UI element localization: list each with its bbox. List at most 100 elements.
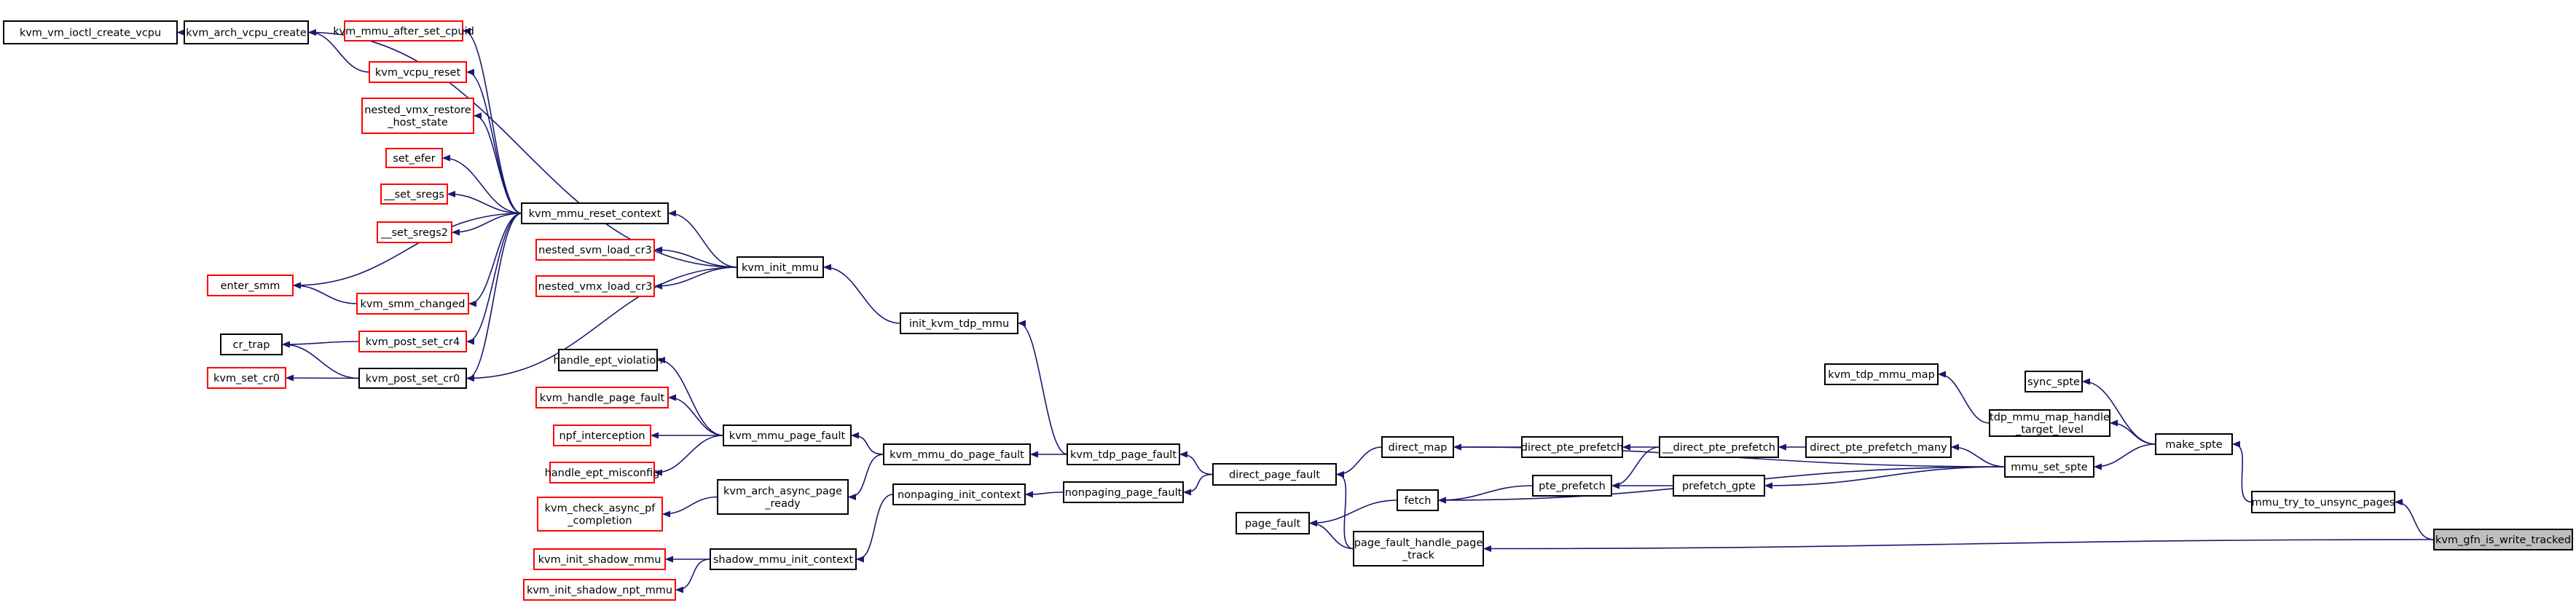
node-page-fault[interactable]: page_fault <box>1236 512 1310 534</box>
node-tdp-target[interactable]: tdp_mmu_map_handle_target_level <box>1989 409 2110 437</box>
edge-arch-vcpu-create-to-vcpu-reset <box>310 33 370 73</box>
node-sync-spte[interactable]: sync_spte <box>2025 371 2083 392</box>
node-smm-changed[interactable]: kvm_smm_changed <box>356 293 469 315</box>
node-ept-violation[interactable]: handle_ept_violation <box>554 349 663 371</box>
edge-set-sregs-to-mmu-reset-ctx <box>449 194 522 214</box>
node-box <box>900 312 1018 334</box>
node-label: kvm_handle_page_fault <box>540 392 665 404</box>
node-label: _completion <box>567 516 632 527</box>
node-label: kvm_mmu_after_set_cpuid <box>333 26 474 38</box>
node-vcpu-create[interactable]: kvm_vm_ioctl_create_vcpu <box>3 20 178 44</box>
node-post-set-cr4[interactable]: kvm_post_set_cr4 <box>358 331 467 352</box>
edge-page-fault-to-fetch <box>1311 500 1398 524</box>
node-fetch[interactable]: fetch <box>1397 489 1439 511</box>
node-label: direct_page_fault <box>1229 470 1320 481</box>
node-init-shadow[interactable]: kvm_init_shadow_mmu <box>533 548 666 570</box>
node-mmu-reset-ctx[interactable]: kvm_mmu_reset_context <box>521 202 669 224</box>
node-cr-trap[interactable]: cr_trap <box>220 333 283 355</box>
node-mmu-do-pf[interactable]: kvm_mmu_do_page_fault <box>883 443 1031 465</box>
edge-page-fault-to-pf-handle-track <box>1311 524 1354 550</box>
node-set-cr0[interactable]: kvm_set_cr0 <box>207 367 286 389</box>
node-box <box>2004 456 2094 478</box>
node-label: __set_sregs2 <box>380 227 448 239</box>
node-label: kvm_mmu_reset_context <box>529 208 661 220</box>
node-handle-pf[interactable]: kvm_handle_page_fault <box>535 387 669 408</box>
edge-mmu-set-spte-to-make-spte <box>2095 443 2156 467</box>
node-init-tdp[interactable]: init_kvm_tdp_mmu <box>900 312 1018 334</box>
node-direct-pte-prefetch[interactable]: __direct_pte_prefetch <box>1659 436 1779 458</box>
node-direct-pte-prefetch[interactable]: direct_pte_prefetch <box>1521 436 1623 458</box>
edge-nested-vmx-cr3-to-init-mmu <box>656 267 738 286</box>
node-label: kvm_init_mmu <box>742 262 819 274</box>
node-box <box>356 293 469 315</box>
node-box <box>2251 491 2395 513</box>
node-pf-handle-track[interactable]: page_fault_handle_page_track <box>1353 531 1484 566</box>
node-nested-vmx-restore[interactable]: nested_vmx_restore_host_state <box>361 98 474 134</box>
edge-direct-pf-to-direct-map <box>1338 446 1383 475</box>
edge-arch-vcpu-create-to-init-mmu <box>310 33 738 268</box>
node-mmu-set-spte[interactable]: mmu_set_spte <box>2004 456 2094 478</box>
node-direct-pf[interactable]: direct_page_fault <box>1212 463 1337 486</box>
node-post-set-cr0[interactable]: kvm_post_set_cr0 <box>358 368 467 389</box>
node-box <box>1521 436 1623 458</box>
edge-post-set-cr4-to-mmu-reset-ctx <box>468 213 522 341</box>
node-nonpaging-init[interactable]: nonpaging_init_context <box>892 483 1026 505</box>
node-check-async[interactable]: kvm_check_async_pf_completion <box>537 497 663 532</box>
node-init-mmu[interactable]: kvm_init_mmu <box>737 256 824 278</box>
node-label: _ready <box>764 498 801 510</box>
node-label: page_fault_handle_page <box>1354 537 1483 549</box>
node-enter-smm[interactable]: enter_smm <box>207 275 294 296</box>
edge-cr-trap-to-post-set-cr0 <box>283 344 360 379</box>
edge-nonpaging-init-to-nonpaging-pf <box>1026 492 1064 494</box>
node-label: kvm_gfn_is_write_tracked <box>2435 534 2571 546</box>
edge-after-cpuid-to-mmu-reset-ctx <box>464 31 522 214</box>
node-direct-pte-prefetch-many[interactable]: direct_pte_prefetch_many <box>1805 436 1952 458</box>
edge-enter-smm-to-smm-changed <box>294 285 358 304</box>
node-box <box>1805 436 1952 458</box>
node-init-shadow-npt[interactable]: kvm_init_shadow_npt_mmu <box>523 579 676 601</box>
node-unsync-pages[interactable]: mmu_try_to_unsync_pages <box>2251 491 2395 513</box>
node-vcpu-reset[interactable]: kvm_vcpu_reset <box>369 61 467 83</box>
node-label: kvm_mmu_page_fault <box>729 430 846 442</box>
node-npf[interactable]: npf_interception <box>553 425 651 446</box>
node-make-spte[interactable]: make_spte <box>2155 433 2233 455</box>
node-set-sregs2[interactable]: __set_sregs2 <box>377 221 452 243</box>
node-label: direct_map <box>1389 442 1448 454</box>
node-box <box>537 497 663 532</box>
node-async-ready[interactable]: kvm_arch_async_page_ready <box>717 479 849 515</box>
edge-mmu-page-fault-to-mmu-do-pf <box>852 435 884 455</box>
node-label: set_efer <box>393 153 435 165</box>
node-mmu-page-fault[interactable]: kvm_mmu_page_fault <box>723 425 852 446</box>
node-label: __set_sregs <box>383 189 444 201</box>
node-after-cpuid[interactable]: kvm_mmu_after_set_cpuid <box>333 20 474 42</box>
node-label: shadow_mmu_init_context <box>713 554 854 566</box>
node-box <box>1236 512 1310 534</box>
edge-cr-trap-to-post-set-cr4 <box>283 341 360 344</box>
node-set-sregs[interactable]: __set_sregs <box>380 183 448 205</box>
node-box <box>535 239 655 261</box>
node-ept-misconfig[interactable]: handle_ept_misconfig <box>545 462 660 483</box>
node-label: prefetch_gpte <box>1682 481 1756 492</box>
node-label: direct_pte_prefetch <box>1521 442 1623 454</box>
node-shadow-init-ctx[interactable]: shadow_mmu_init_context <box>710 548 857 570</box>
edge-check-async-to-async-ready <box>664 496 718 515</box>
node-pte-prefetch[interactable]: pte_prefetch <box>1532 475 1612 497</box>
node-direct-map[interactable]: direct_map <box>1381 436 1454 458</box>
node-label: _target_level <box>2015 425 2084 436</box>
node-prefetch-gpte[interactable]: prefetch_gpte <box>1673 475 1765 497</box>
node-nested-svm-cr3[interactable]: nested_svm_load_cr3 <box>535 239 655 261</box>
node-box <box>1067 443 1180 465</box>
node-set-efer[interactable]: set_efer <box>385 148 443 168</box>
node-label: kvm_init_shadow_npt_mmu <box>527 585 672 596</box>
node-nested-vmx-cr3[interactable]: nested_vmx_load_cr3 <box>535 275 655 297</box>
node-arch-vcpu-create[interactable]: kvm_arch_vcpu_create <box>184 20 309 44</box>
node-tdp-mmu-map[interactable]: kvm_tdp_mmu_map <box>1824 363 1939 385</box>
node-gfn-tracked[interactable]: kvm_gfn_is_write_tracked <box>2433 529 2573 550</box>
edge-ept-violation-to-mmu-page-fault <box>659 360 724 436</box>
edge-make-spte-to-unsync-pages <box>2234 444 2253 503</box>
node-tdp-pf[interactable]: kvm_tdp_page_fault <box>1067 443 1180 465</box>
node-label: nested_vmx_load_cr3 <box>538 281 653 293</box>
node-nonpaging-pf[interactable]: nonpaging_page_fault <box>1063 481 1184 503</box>
